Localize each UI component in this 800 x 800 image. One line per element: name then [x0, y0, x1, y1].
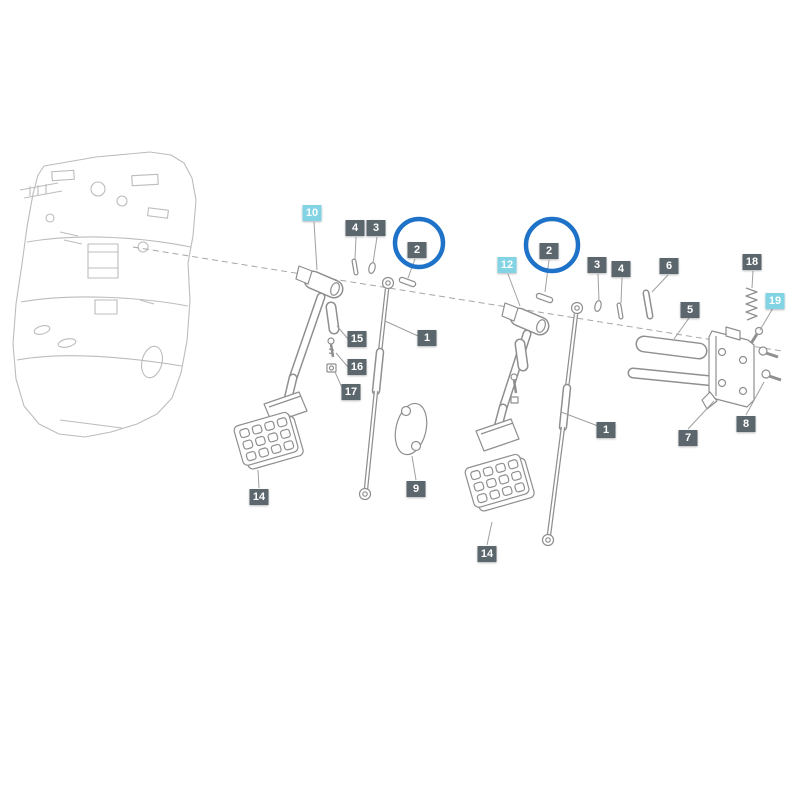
hub-stop-tab: [501, 302, 519, 322]
part-label-12[interactable]: 12: [497, 257, 517, 273]
part-label-8[interactable]: 8: [736, 416, 756, 432]
part-label-3[interactable]: 3: [366, 220, 386, 236]
part-label-16[interactable]: 16: [347, 359, 367, 375]
chassis-drawing: [12, 151, 197, 438]
part-label-1[interactable]: 1: [417, 330, 437, 346]
part-label-14[interactable]: 14: [477, 546, 497, 562]
pedal-hub-bore: [330, 282, 340, 296]
part-label-18[interactable]: 18: [742, 254, 762, 270]
bolt-part-16: [327, 337, 335, 358]
bushing-part-15: [325, 301, 340, 335]
highlight-circles-layer: [392, 216, 581, 274]
part-label-2[interactable]: 2: [539, 243, 559, 259]
nut-part-17: [326, 363, 337, 373]
pedal-hub-bore: [536, 319, 546, 333]
part-label-14[interactable]: 14: [249, 489, 269, 505]
part-label-15[interactable]: 15: [347, 331, 367, 347]
part-label-7[interactable]: 7: [678, 430, 698, 446]
part-label-2[interactable]: 2: [407, 242, 427, 258]
rod-part-1-right: [541, 301, 584, 547]
leader-lines: [257, 221, 774, 546]
bolts-part-8: [758, 346, 782, 382]
rod-part-1-left: [358, 276, 395, 501]
part-label-10[interactable]: 10: [302, 205, 322, 221]
pedal-assembly-left: [232, 265, 344, 472]
shaft-part-5: [627, 335, 719, 387]
part-label-6[interactable]: 6: [659, 258, 679, 274]
small-fasteners: [351, 258, 624, 320]
part-label-17[interactable]: 17: [341, 384, 361, 400]
part-label-4[interactable]: 4: [345, 220, 365, 236]
highlight-circle: [523, 216, 581, 274]
part-label-3[interactable]: 3: [587, 257, 607, 273]
part-label-1[interactable]: 1: [596, 422, 616, 438]
hub-stop-tab: [295, 265, 313, 285]
highlight-circle: [392, 216, 446, 270]
parts-group: [232, 258, 782, 547]
pedal-plate: [475, 418, 520, 452]
bracket-part-7: [701, 326, 755, 410]
part-label-5[interactable]: 5: [680, 302, 700, 318]
plate-part-9: [394, 402, 428, 456]
pedal-assembly-right: [463, 302, 550, 514]
part-label-9[interactable]: 9: [406, 481, 426, 497]
pin-part-6: [642, 289, 654, 320]
part-label-19[interactable]: 19: [765, 293, 785, 309]
part-label-4[interactable]: 4: [611, 261, 631, 277]
spring-part-18: [745, 287, 758, 321]
